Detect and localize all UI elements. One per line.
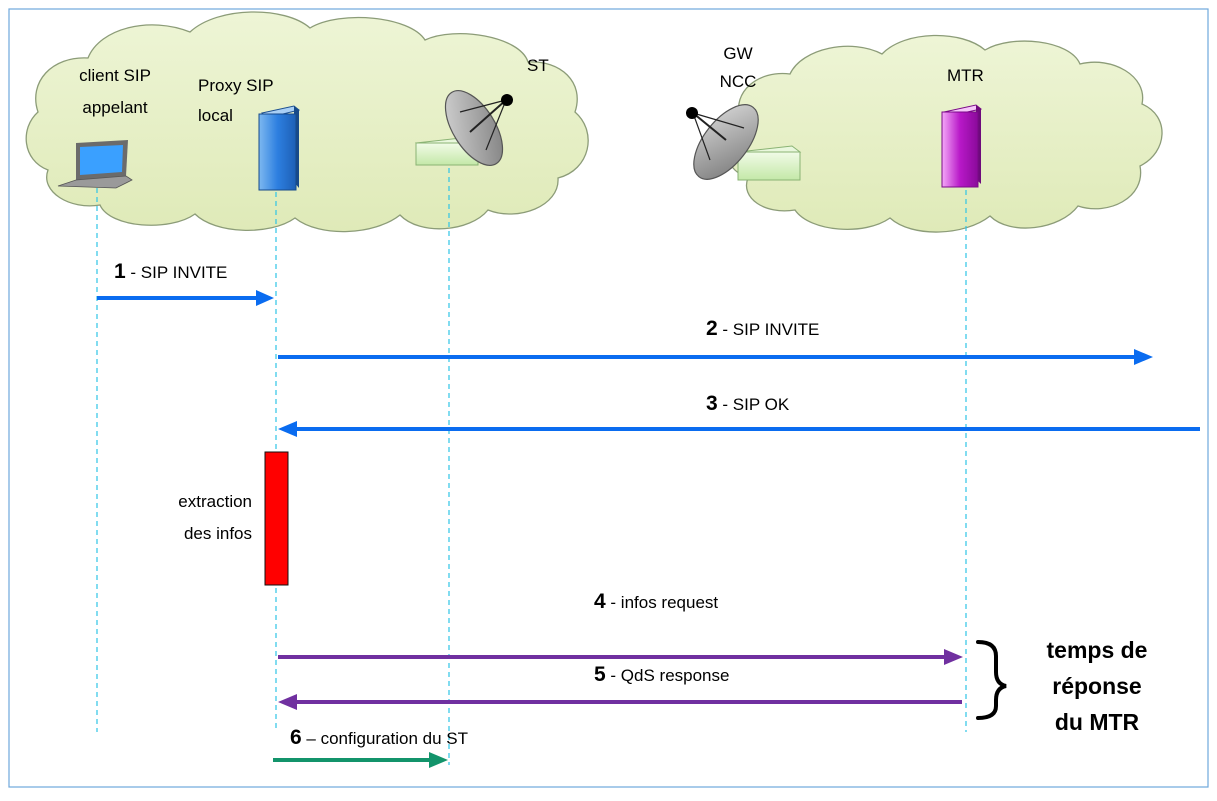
actor-label-gw-line2: NCC (719, 72, 757, 91)
message-label-3: 3 - SIP OK (706, 392, 789, 417)
message-sep-6: – (301, 729, 321, 748)
response-time-line3: du MTR (1054, 709, 1140, 735)
actor-label-client-line2: appelant (82, 98, 148, 117)
message-text-3: SIP OK (732, 395, 790, 414)
message-number-6: 6 (290, 726, 302, 749)
response-time-label: temps de réponse du MTR (1012, 632, 1182, 740)
response-time-line1: temps de (1046, 637, 1148, 663)
arrow-1 (97, 290, 274, 306)
message-text-6: configuration du ST (320, 729, 469, 748)
message-sep-3: - (717, 395, 733, 414)
message-sep-5: - (605, 666, 621, 685)
actor-label-gw-line1: GW (723, 44, 753, 63)
activation-bar (264, 451, 289, 586)
message-number-4: 4 (594, 590, 606, 613)
activation-label: extraction des infos (166, 490, 252, 546)
message-number-2: 2 (706, 317, 718, 340)
activation-label-line2: des infos (183, 524, 252, 543)
gw-modem-icon (736, 145, 802, 181)
message-label-6: 6 – configuration du ST (290, 726, 468, 751)
message-number-3: 3 (706, 392, 718, 415)
actor-label-client-line1: client SIP (79, 66, 151, 85)
message-text-1: SIP INVITE (140, 263, 228, 282)
proxy-server-icon (258, 105, 301, 191)
actor-label-proxy-line2: local (198, 106, 233, 125)
message-sep-4: - (605, 593, 621, 612)
arrow-4 (278, 649, 963, 665)
activation-label-line1: extraction (178, 492, 252, 511)
st-satellite-dish-icon (444, 90, 513, 166)
message-sep-2: - (717, 320, 733, 339)
actor-label-st: ST (527, 56, 549, 75)
message-text-4: infos request (620, 593, 719, 612)
message-number-5: 5 (594, 663, 606, 686)
laptop-icon (57, 140, 133, 189)
response-time-brace (976, 640, 1007, 720)
message-label-2: 2 - SIP INVITE (706, 317, 819, 342)
arrow-3 (278, 421, 1200, 437)
actor-label-proxy: Proxy SIP local (198, 74, 274, 128)
message-text-2: SIP INVITE (732, 320, 820, 339)
message-text-5: QdS response (620, 666, 730, 685)
response-time-line2: réponse (1052, 673, 1142, 699)
message-label-4: 4 - infos request (594, 590, 718, 615)
message-label-1: 1 - SIP INVITE (114, 260, 227, 285)
mtr-server-icon (941, 104, 983, 188)
diagram-frame (8, 8, 1209, 788)
arrow-6 (273, 752, 448, 768)
arrow-5 (278, 694, 962, 710)
actor-label-proxy-line1: Proxy SIP (198, 76, 274, 95)
gw-satellite-dish-icon (686, 104, 759, 180)
left-network-cloud (25, 11, 589, 233)
actor-label-gw: GW NCC (708, 42, 768, 94)
actor-label-mtr: MTR (947, 66, 984, 85)
message-label-5: 5 - QdS response (594, 663, 729, 688)
actor-label-client: client SIP appelant (60, 64, 170, 120)
message-number-1: 1 (114, 260, 126, 283)
message-sep-1: - (125, 263, 141, 282)
arrow-2 (278, 349, 1153, 365)
lifelines (96, 168, 967, 765)
